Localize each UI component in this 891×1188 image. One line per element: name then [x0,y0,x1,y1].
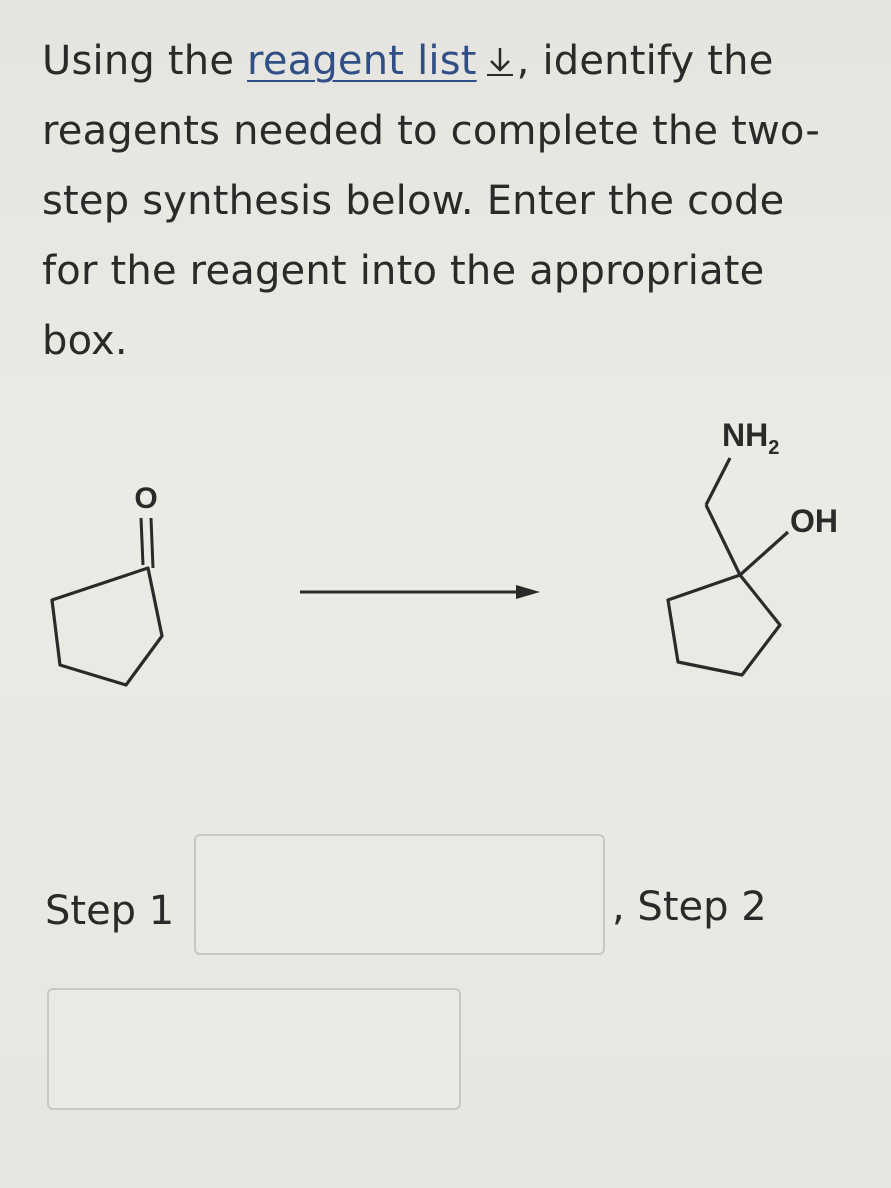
product-hydroxyl-label: OH [790,503,838,539]
arrow-down-icon[interactable] [483,44,517,78]
question-intro: Using the [42,38,248,84]
question-body: , identify the reagents needed to comple… [42,38,820,364]
reactant-cyclopentanone: O [50,482,164,687]
reaction-arrow [300,585,540,599]
step1-label: Step 1 [45,888,175,934]
product-amine-label: NH2 [722,417,779,459]
reactant-oxygen-label: O [134,482,157,515]
step2-input[interactable] [47,988,461,1110]
reaction-scheme: O NH2 OH [50,417,838,687]
step1-input[interactable] [194,834,605,955]
reagent-list-link[interactable]: reagent list [247,38,477,84]
step2-label: , Step 2 [612,884,767,930]
question-text: Using the reagent list, identify the rea… [42,26,842,376]
product-amino-alcohol: NH2 OH [666,417,838,677]
